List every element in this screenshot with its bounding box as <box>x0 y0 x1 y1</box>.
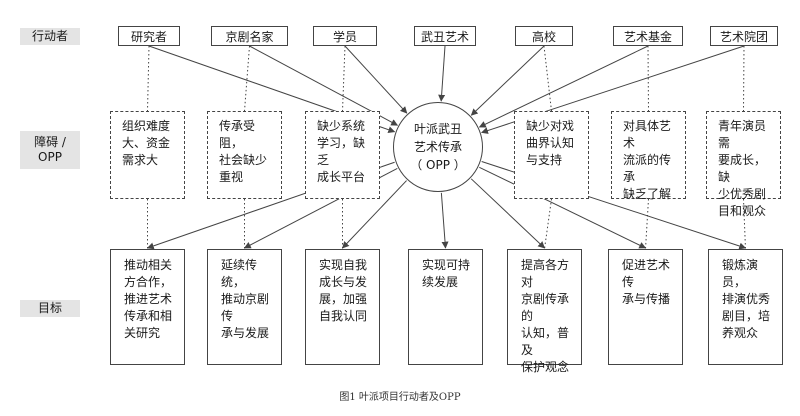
text-line: 对具体艺术 <box>623 119 672 150</box>
goal-box: 实现自我成长与发展，加强自我认同 <box>305 249 380 365</box>
text-line: 目和观众 <box>718 204 767 218</box>
text-line: 推动京剧传 <box>221 292 270 323</box>
text-line: 关研究 <box>124 326 161 340</box>
text-line: 要成长，缺 <box>718 153 767 184</box>
actor-box: 武丑艺术 <box>414 26 476 46</box>
row-label-barriers-line: 障碍 / <box>34 135 66 149</box>
arrow-hub-to-goal <box>342 180 407 249</box>
text-line: 展，加强 <box>319 292 368 306</box>
dotted-link-actor-barrier <box>647 45 649 112</box>
goal-box: 促进艺术传承与传播 <box>608 249 683 365</box>
barrier-box: 传承受阻， 社会缺少重视 <box>207 111 282 199</box>
text-line: 实现可持 <box>422 258 471 272</box>
dotted-link-actor-barrier <box>342 45 346 112</box>
actor-box: 艺术院团 <box>710 26 778 46</box>
opp-hub-circle: 叶派武丑 艺术传承 （ OPP ） <box>393 102 483 192</box>
text-line: 成长与发 <box>319 275 368 289</box>
dotted-link-actor-barrier <box>543 45 552 112</box>
text-line: 承与发展 <box>221 326 270 340</box>
arrow-actor-to-hub <box>478 45 649 128</box>
hub-line: 艺术传承 <box>413 140 462 154</box>
dotted-link-actor-barrier <box>244 45 250 112</box>
dotted-link-barrier-goal <box>743 198 746 250</box>
text-line: 推进艺术 <box>124 292 173 306</box>
text-line: 少优秀剧 <box>718 187 767 201</box>
dotted-link-actor-barrier <box>147 45 150 112</box>
barrier-box: 组织难度大、资金需求大 <box>110 111 185 199</box>
arrow-hub-to-goal <box>479 166 647 249</box>
text-line: 学习，缺乏 <box>317 136 366 167</box>
row-label-actors: 行动者 <box>20 28 80 45</box>
arrow-hub-to-goal <box>470 178 546 249</box>
dotted-link-barrier-goal <box>645 198 649 250</box>
goal-box: 实现可持续发展 <box>408 249 483 365</box>
text-line: 促进艺术传 <box>622 258 671 289</box>
arrow-actor-to-hub <box>470 45 545 116</box>
row-label-barriers-line: OPP <box>38 150 62 164</box>
row-label-barriers: 障碍 / OPP <box>20 131 80 169</box>
arrow-actor-to-hub <box>344 45 408 114</box>
text-line: 续发展 <box>422 275 459 289</box>
barrier-box: 缺少对戏曲界认知与支持 <box>514 111 589 199</box>
text-line: 社会缺少 <box>219 153 268 167</box>
barrier-box: 青年演员需要成长，缺少优秀剧目和观众 <box>706 111 781 218</box>
text-line: 排演优秀 <box>722 292 771 306</box>
text-line: 与支持 <box>526 153 563 167</box>
text-line: 青年演员需 <box>718 119 767 150</box>
goal-box: 延续传统，推动京剧传承与发展 <box>207 249 282 365</box>
text-line: 养观众 <box>722 326 759 340</box>
text-line: 剧目，培 <box>722 309 771 323</box>
text-line: 方合作， <box>124 275 173 289</box>
text-line: 成长平台 <box>317 170 366 184</box>
dotted-link-barrier-goal <box>544 198 552 250</box>
figure-caption: 图1 叶派项目行动者及OPP <box>339 392 461 403</box>
dotted-link-actor-barrier <box>743 45 745 112</box>
actor-box: 艺术基金 <box>613 26 683 46</box>
hub-line: （ OPP ） <box>410 158 466 172</box>
text-line: 缺乏了解 <box>623 187 672 201</box>
text-line: 延续传统， <box>221 258 258 289</box>
actor-box: 高校 <box>515 26 573 46</box>
text-line: 缺少系统 <box>317 119 366 133</box>
actor-box: 学员 <box>313 26 377 46</box>
text-line: 传承和相 <box>124 309 173 323</box>
text-line: 保护观念 <box>521 360 570 374</box>
text-line: 实现自我 <box>319 258 368 272</box>
goal-box: 推动相关方合作， 推进艺术传承和相关研究 <box>110 249 185 365</box>
goal-box: 提高各方对京剧传承的认知，普及保护观念 <box>507 249 582 374</box>
barrier-box: 对具体艺术流派的传承缺乏了解 <box>611 111 686 201</box>
text-line: 认知，普及 <box>521 326 570 357</box>
text-line: 需求大 <box>122 153 159 167</box>
text-line: 提高各方对 <box>521 258 570 289</box>
goal-box: 锻炼演员， 排演优秀剧目，培养观众 <box>708 249 783 365</box>
text-line: 组织难度 <box>122 119 171 133</box>
text-line: 重视 <box>219 170 244 184</box>
text-line: 大、资金 <box>122 136 171 150</box>
text-line: 京剧传承的 <box>521 292 570 323</box>
text-line: 承与传播 <box>622 292 671 306</box>
text-line: 自我认同 <box>319 309 368 323</box>
text-line: 推动相关 <box>124 258 173 272</box>
row-label-goals: 目标 <box>20 300 80 317</box>
text-line: 缺少对戏 <box>526 119 575 133</box>
barrier-box: 缺少系统学习，缺乏成长平台 <box>305 111 380 199</box>
hub-line: 叶派武丑 <box>413 122 462 136</box>
text-line: 曲界认知 <box>526 136 575 150</box>
text-line: 传承受阻， <box>219 119 256 150</box>
arrow-actor-to-hub <box>438 45 446 102</box>
text-line: 锻炼演员， <box>722 258 759 289</box>
arrow-hub-to-goal <box>440 192 449 249</box>
actor-box: 研究者 <box>118 26 180 46</box>
text-line: 流派的传承 <box>623 153 672 184</box>
actor-box: 京剧名家 <box>211 26 288 46</box>
